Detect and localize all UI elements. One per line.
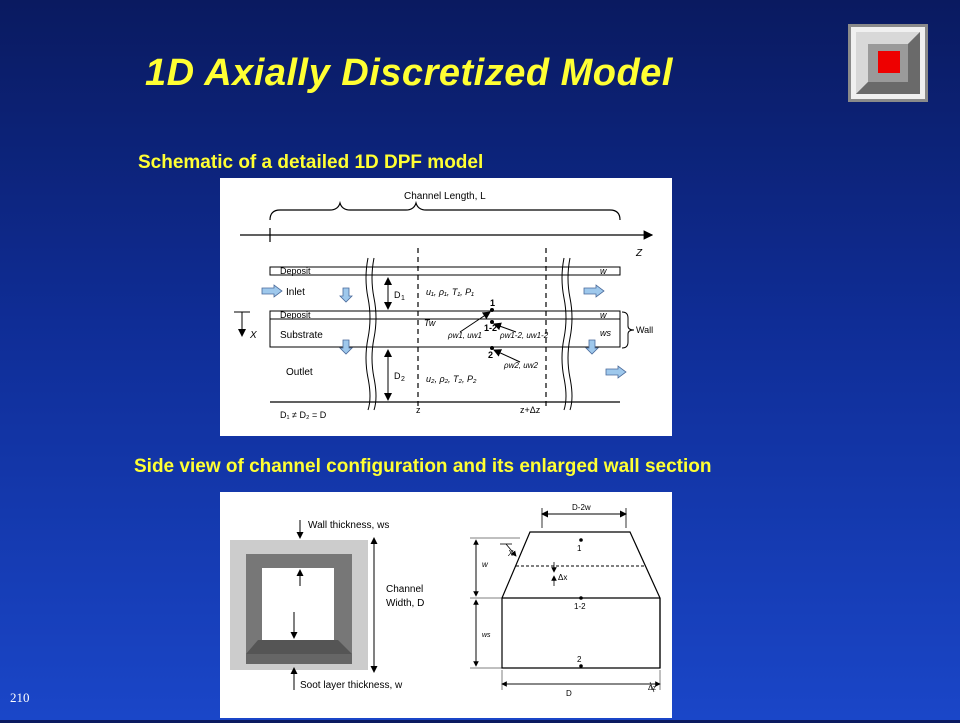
d-minus-2w-label: D-2w (572, 503, 591, 512)
d2-subscript: 2 (401, 376, 405, 383)
channel-interior (262, 568, 334, 640)
wall-thickness-label: Wall thickness, ws (308, 520, 389, 531)
point-1-2: 1-2 (484, 323, 497, 333)
substrate-label: Substrate (280, 330, 323, 341)
w-top-label: w (600, 266, 607, 276)
channel-length-label: Channel Length, L (404, 191, 486, 202)
channel-width-label-2: Width, D (386, 598, 424, 609)
d-relation-label: D₁ ≠ D₂ = D (280, 410, 327, 420)
outlet-label: Outlet (286, 367, 313, 378)
outlet-variables: u₂, ρ₂, T₂, P₂ (426, 374, 477, 384)
slide-title: 1D Axially Discretized Model (145, 52, 673, 94)
inlet-variables: u₁, ρ₁, T₁, P₁ (426, 287, 474, 297)
diagram2-caption: Side view of channel configuration and i… (134, 456, 712, 477)
x-axis-label: X (249, 330, 257, 341)
x-axis-label: X (507, 549, 514, 558)
point-1: 1 (490, 298, 495, 308)
point-2: 2 (488, 350, 493, 360)
soot-layer (246, 640, 352, 654)
rho-w2-label: ρw2, uw2 (503, 361, 538, 370)
deposit-top-layer (269, 266, 621, 276)
d-label: D (566, 689, 572, 698)
wall-label: Wall (636, 325, 653, 335)
rho-w1-label: ρw1, uw1 (447, 331, 482, 340)
deposit-mid-layer (269, 310, 621, 320)
dz-label: Δz (648, 685, 657, 692)
channel-side-view-panel: Wall thickness, ws Soot layer thickness,… (220, 492, 672, 718)
tw-label: Tw (424, 318, 436, 328)
page-number: 210 (10, 690, 30, 705)
z-axis-label: Z (635, 248, 643, 259)
flow-arrows (261, 284, 627, 379)
ws-label: ws (482, 632, 491, 639)
logo-icon (848, 24, 928, 102)
point-2: 2 (577, 655, 582, 664)
point-1-2: 1-2 (574, 602, 586, 611)
ws-label: ws (600, 328, 611, 338)
d1-subscript: 1 (401, 295, 405, 302)
deposit-mid-label: Deposit (280, 310, 311, 320)
z-right-label: z+Δz (520, 405, 541, 415)
dpf-schematic-panel: Channel Length, L Z Deposit Inlet Deposi… (220, 178, 672, 436)
rho-w12-label: ρw1-2, uw1-2 (499, 331, 549, 340)
soot-layer-label: Soot layer thickness, w (300, 680, 403, 691)
inlet-label: Inlet (286, 287, 305, 298)
channel-width-label-1: Channel (386, 584, 423, 595)
length-brace (269, 200, 621, 221)
substrate-layer (269, 318, 621, 348)
d2-label: D (394, 371, 401, 381)
point-1: 1 (577, 544, 582, 553)
deposit-top-label: Deposit (280, 266, 311, 276)
w-mid-label: w (600, 310, 607, 320)
break-lines (365, 257, 573, 411)
z-left-label: z (416, 405, 421, 415)
w-label: w (482, 560, 489, 569)
d1-label: D (394, 290, 401, 300)
dx-label: Δx (558, 573, 567, 582)
diagram1-caption: Schematic of a detailed 1D DPF model (138, 152, 484, 173)
